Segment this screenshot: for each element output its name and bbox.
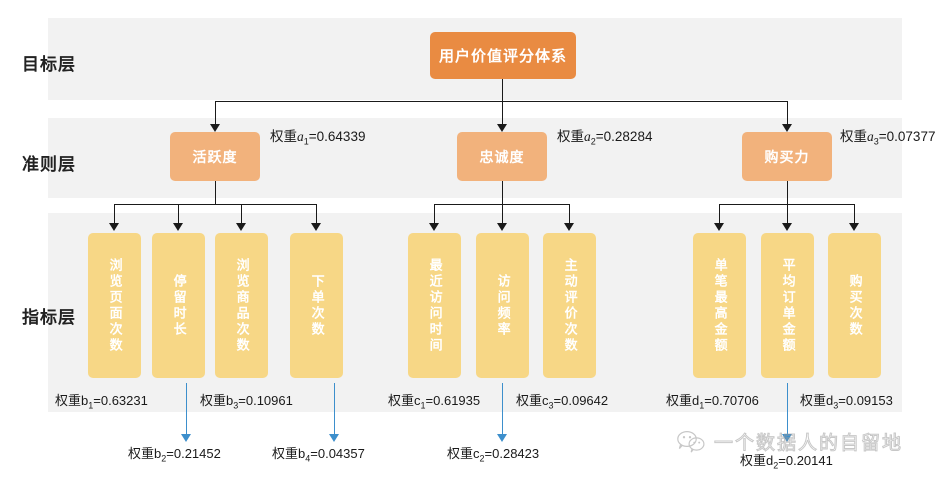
band-label-goal: 目标层	[22, 55, 76, 74]
connector-to-criteria-3	[787, 101, 789, 125]
node-criteria-3[interactable]: 购买力	[742, 132, 832, 181]
weight-label-c2: 权重c2=0.28423	[447, 446, 540, 464]
connector-to-ind-5	[434, 204, 436, 224]
callout-line-b2	[186, 383, 188, 436]
wechat-icon	[677, 430, 705, 453]
connector-to-ind-3	[241, 204, 243, 224]
connector-to-ind-7	[569, 204, 571, 224]
weight-label-d2: 权重d2=0.20141	[740, 453, 833, 471]
arrowhead-ind-3	[236, 223, 246, 231]
node-indicator-5[interactable]: 最近访问时间	[408, 233, 461, 378]
node-indicator-2[interactable]: 停留时长	[152, 233, 205, 378]
node-indicator-8[interactable]: 单笔最高金额	[693, 233, 746, 378]
connector-to-ind-8	[719, 204, 721, 224]
node-indicator-7[interactable]: 主动评价次数	[543, 233, 596, 378]
connector-to-ind-2	[178, 204, 180, 224]
connector-to-ind-6	[502, 204, 504, 224]
arrowhead-criteria-1	[210, 124, 220, 132]
weight-label-b3: 权重b3=0.10961	[200, 393, 293, 411]
node-indicator-10[interactable]: 购买次数	[828, 233, 881, 378]
callout-line-c2	[502, 383, 504, 436]
weight-criteria-2: 权重a2=0.28284	[557, 129, 653, 147]
weight-label-c3: 权重c3=0.09642	[516, 393, 609, 411]
node-criteria-1[interactable]: 活跃度	[170, 132, 260, 181]
arrowhead-criteria-3	[782, 124, 792, 132]
weight-criteria-1: 权重a1=0.64339	[270, 129, 366, 147]
connector-to-criteria-1	[215, 101, 217, 125]
connector-to-ind-9	[787, 204, 789, 224]
node-indicator-9[interactable]: 平均订单金额	[761, 233, 814, 378]
connector-crit3-stem	[787, 181, 789, 205]
arrowhead-ind-2	[173, 223, 183, 231]
node-indicator-6[interactable]: 访问频率	[476, 233, 529, 378]
arrowhead-ind-9	[782, 223, 792, 231]
connector-crit1-stem	[215, 181, 217, 205]
callout-arrow-b4	[329, 434, 339, 442]
weight-label-d1: 权重d1=0.70706	[666, 393, 759, 411]
node-indicator-1[interactable]: 浏览页面次数	[88, 233, 141, 378]
weight-label-c1: 权重c1=0.61935	[388, 393, 481, 411]
arrowhead-ind-6	[497, 223, 507, 231]
node-indicator-3[interactable]: 浏览商品次数	[215, 233, 268, 378]
arrowhead-criteria-2	[497, 124, 507, 132]
weight-label-b1: 权重b1=0.63231	[55, 393, 148, 411]
band-label-criteria: 准则层	[22, 155, 76, 174]
node-goal[interactable]: 用户价值评分体系	[430, 32, 576, 79]
band-label-indicator: 指标层	[22, 308, 76, 327]
connector-crit1-bus	[114, 204, 317, 206]
node-criteria-2[interactable]: 忠诚度	[457, 132, 547, 181]
callout-line-b4	[334, 383, 336, 436]
callout-arrow-d2	[782, 434, 792, 442]
arrowhead-ind-4	[311, 223, 321, 231]
node-indicator-4[interactable]: 下单次数	[290, 233, 343, 378]
weight-label-b4: 权重b4=0.04357	[272, 446, 365, 464]
callout-arrow-c2	[497, 434, 507, 442]
callout-arrow-b2	[181, 434, 191, 442]
arrowhead-ind-1	[109, 223, 119, 231]
weight-label-d3: 权重d3=0.09153	[800, 393, 893, 411]
connector-goal-bus	[215, 101, 787, 103]
connector-crit2-stem	[502, 181, 504, 205]
weight-criteria-3: 权重a3=0.07377	[840, 129, 936, 147]
connector-to-criteria-2	[502, 101, 504, 125]
arrowhead-ind-7	[564, 223, 574, 231]
arrowhead-ind-8	[714, 223, 724, 231]
callout-line-d2	[787, 383, 789, 436]
arrowhead-ind-10	[849, 223, 859, 231]
connector-to-ind-1	[114, 204, 116, 224]
weight-label-b2: 权重b2=0.21452	[128, 446, 221, 464]
connector-to-ind-4	[316, 204, 318, 224]
arrowhead-ind-5	[429, 223, 439, 231]
connector-goal-stem	[502, 79, 504, 102]
connector-to-ind-10	[854, 204, 856, 224]
